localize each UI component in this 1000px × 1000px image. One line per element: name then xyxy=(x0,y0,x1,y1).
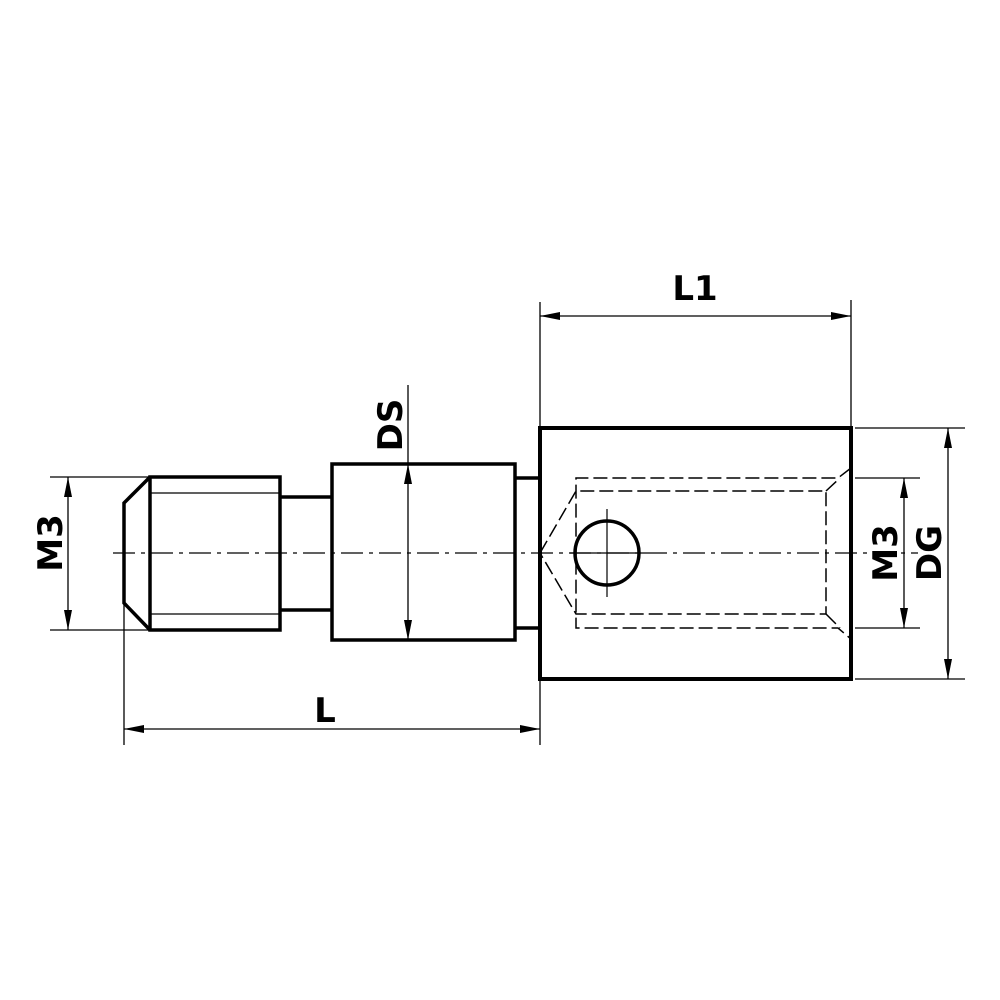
dimension-l1 xyxy=(539,300,852,428)
cross-hole xyxy=(570,509,645,597)
dimension-m3-right xyxy=(855,477,920,629)
label-l: L xyxy=(314,691,336,731)
label-ds: DS xyxy=(371,399,411,452)
neck xyxy=(280,495,332,612)
label-m3-left: M3 xyxy=(31,514,71,572)
label-dg: DG xyxy=(910,525,950,581)
dimension-l xyxy=(123,603,541,745)
dimension-dg xyxy=(855,427,965,680)
label-m3-right: M3 xyxy=(866,524,906,582)
label-l1: L1 xyxy=(672,269,717,309)
small-neck xyxy=(515,476,540,630)
male-thread xyxy=(122,475,282,632)
dimension-m3-left xyxy=(50,476,150,631)
shaft-ds xyxy=(330,462,517,642)
